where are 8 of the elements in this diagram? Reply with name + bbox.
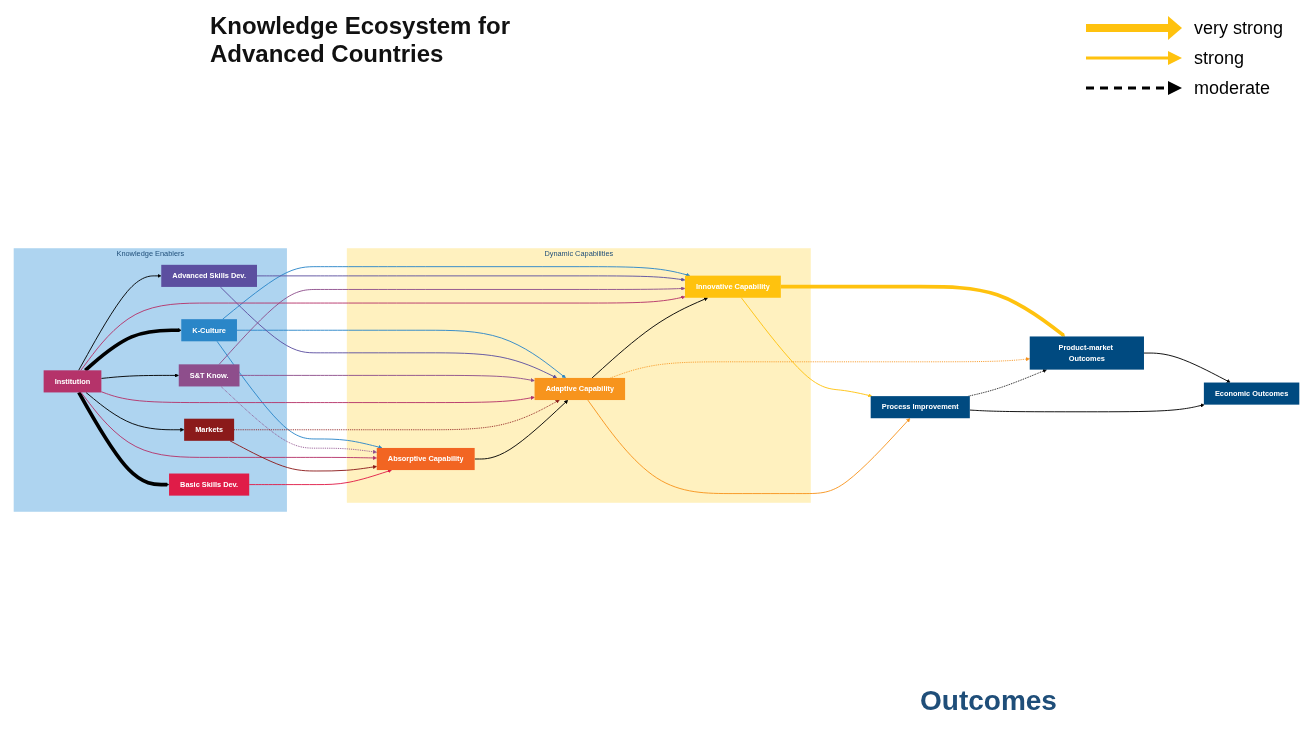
arrow (780, 284, 1066, 337)
group-label: Outcomes (920, 685, 1057, 717)
arrow (77, 391, 170, 487)
arrow (84, 328, 182, 372)
legend-text: very strong (1193, 17, 1283, 39)
legend-text: strong (1193, 47, 1244, 69)
diagram-title: Knowledge Ecosystem for Advanced Countries (210, 12, 512, 68)
legend-text: moderate (1193, 77, 1270, 99)
